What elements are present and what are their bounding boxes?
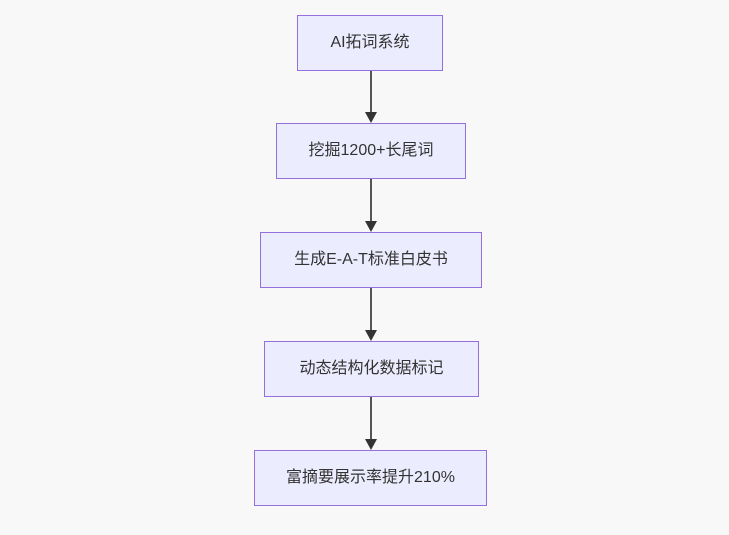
flow-node-label: 生成E-A-T标准白皮书	[294, 251, 448, 268]
flow-node-rich-snippet-rate: 富摘要展示率提升210%	[254, 450, 487, 506]
flow-edge-n2-n3	[364, 179, 378, 232]
flow-edge-n4-n5	[364, 397, 378, 450]
arrow-down-icon	[365, 330, 377, 341]
flow-node-eat-whitepaper: 生成E-A-T标准白皮书	[260, 232, 482, 288]
arrow-line	[370, 71, 372, 114]
flow-node-longtail-keywords: 挖掘1200+长尾词	[276, 123, 466, 179]
flow-node-label: 挖掘1200+长尾词	[308, 142, 434, 159]
arrow-down-icon	[365, 439, 377, 450]
arrow-down-icon	[365, 112, 377, 123]
flow-edge-n3-n4	[364, 288, 378, 341]
flow-node-label: AI拓词系统	[330, 34, 410, 51]
flow-node-label: 动态结构化数据标记	[299, 360, 444, 377]
arrow-line	[370, 288, 372, 332]
flow-edge-n1-n2	[364, 71, 378, 123]
flow-node-ai-word-expansion-system: AI拓词系统	[297, 15, 443, 71]
arrow-line	[370, 179, 372, 223]
arrow-line	[370, 397, 372, 441]
flow-node-structured-data-markup: 动态结构化数据标记	[264, 341, 479, 397]
arrow-down-icon	[365, 221, 377, 232]
flow-node-label: 富摘要展示率提升210%	[286, 469, 455, 486]
